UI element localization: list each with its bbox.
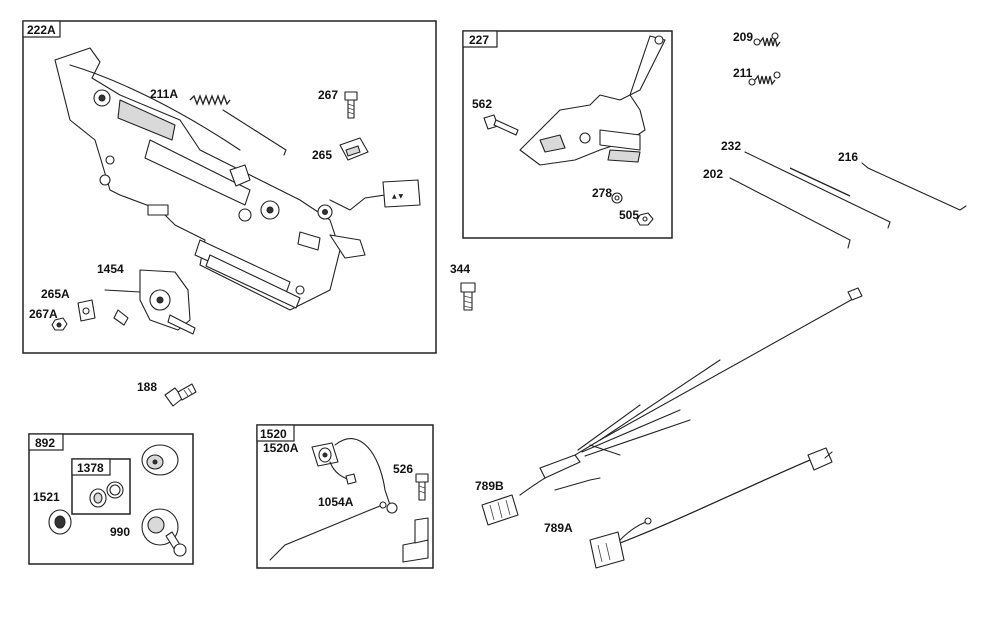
label-209: 209 [733,30,753,44]
label-892: 892 [35,436,55,450]
part-232-rod-with-spring [744,151,891,229]
part-1454-switch-assembly [104,269,196,335]
throttle-lever-bracket [519,35,666,166]
label-526: 526 [393,462,413,476]
part-505-nut [636,212,654,226]
part-990-key-switch [141,508,187,557]
part-1378-nut-washer [89,481,124,508]
label-188: 188 [137,380,157,394]
part-789B-harness [481,287,863,526]
label-267: 267 [318,88,338,102]
group-222A-tag [22,20,61,38]
group-892: 892 1378 1521 990 [28,433,194,565]
group-1520-frame [256,424,434,569]
label-1454: 1454 [97,262,124,276]
part-209-spring [753,32,781,48]
part-211-spring [748,71,781,86]
part-1520A-sensor [311,438,398,514]
label-211A: 211A [150,87,178,101]
label-278: 278 [592,186,612,200]
part-216-rod [861,162,967,211]
label-202: 202 [703,167,723,181]
label-211: 211 [733,66,753,80]
label-222A: 222A [27,23,56,37]
part-789A-harness [589,447,833,569]
part-562-bolt [483,114,519,136]
group-1378-tag [71,458,111,476]
label-227: 227 [469,33,489,47]
throttle-plate-mark: ▲ ▼ [392,193,404,200]
part-1054A-wire [269,501,387,561]
label-1521: 1521 [33,490,60,504]
label-265A: 265A [41,287,70,301]
part-1521-bezel [48,509,72,535]
label-562: 562 [472,97,492,111]
label-789A: 789A [544,521,573,535]
part-265A-clip [77,299,96,322]
part-188-bolt [164,383,197,407]
label-344: 344 [450,262,470,276]
group-892-tag [28,433,64,451]
bracket-1520 [402,517,429,563]
group-227-tag [462,30,498,48]
group-222A: 222A ▲ ▼ [22,20,437,354]
label-1520A: 1520A [263,441,299,455]
label-232: 232 [721,139,741,153]
label-267A: 267A [29,307,58,321]
part-211A-spring [189,94,287,156]
ignition-switch-body [141,444,179,476]
label-789B: 789B [475,479,504,493]
group-892-frame [28,433,194,565]
label-505: 505 [619,208,639,222]
label-1378: 1378 [77,461,104,475]
part-267-bolt [344,91,358,119]
label-216: 216 [838,150,858,164]
label-1054A: 1054A [318,495,354,509]
label-265: 265 [312,148,332,162]
part-344-bolt [460,282,476,311]
group-222A-frame [22,20,437,354]
part-202-rod [729,177,851,249]
group-1520-tag [256,424,295,442]
part-267A-nut [51,317,68,331]
label-990: 990 [110,525,130,539]
group-227: 227 562 278 505 [462,30,673,239]
label-1520: 1520 [260,427,287,441]
part-278-washer [611,192,623,204]
control-bracket-assembly: ▲ ▼ [54,47,421,311]
part-265-clip [339,137,369,161]
group-1520: 1520 1520A 526 1054A [256,424,434,569]
part-526-screw [415,473,429,501]
group-227-frame [462,30,673,239]
